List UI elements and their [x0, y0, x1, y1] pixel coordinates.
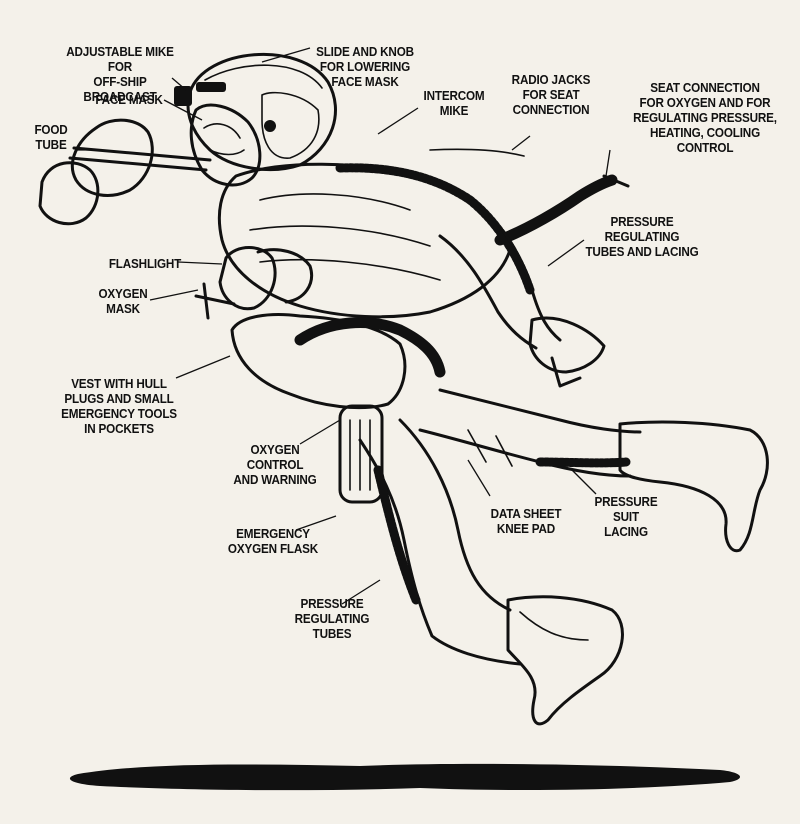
label-emergency-flask: EMERGENCY OXYGEN FLASK: [227, 526, 319, 556]
label-flashlight: FLASHLIGHT: [108, 256, 182, 271]
oxygen-flask: [338, 404, 384, 504]
label-pressure-regulating-tubes: PRESSURE REGULATING TUBES: [294, 596, 370, 641]
label-slide-knob: SLIDE AND KNOB FOR LOWERING FACE MASK: [316, 44, 414, 89]
label-radio-jacks: RADIO JACKS FOR SEAT CONNECTION: [511, 72, 591, 117]
label-pressure-regulating-tubes-lacing: PRESSURE REGULATING TUBES AND LACING: [585, 214, 699, 259]
back-hose: [494, 174, 618, 246]
seat-connector: [602, 174, 630, 188]
label-oxygen-mask: OXYGEN MASK: [98, 286, 148, 316]
label-food-tube: FOOD TUBE: [34, 122, 68, 152]
label-data-sheet: DATA SHEET KNEE PAD: [490, 506, 562, 536]
label-adjustable-mike: ADJUSTABLE MIKE FOR OFF-SHIP BROADCAST: [66, 44, 174, 104]
label-seat-connection: SEAT CONNECTION FOR OXYGEN AND FOR REGUL…: [633, 80, 777, 155]
torso: [217, 162, 512, 319]
radio-jack-cord: [429, 148, 525, 157]
label-vest: VEST WITH HULL PLUGS AND SMALL EMERGENCY…: [61, 376, 177, 436]
label-pressure-suit-lacing: PRESSURE SUIT LACING: [594, 494, 658, 539]
label-face-mask: FACE MASK: [95, 92, 163, 107]
leader-lines: [76, 47, 611, 605]
face-mask-figure: [189, 103, 262, 187]
ground-shadow: [69, 763, 741, 791]
left-leg: [358, 418, 624, 726]
vest: [230, 313, 446, 410]
label-intercom-mike: INTERCOM MIKE: [423, 88, 485, 118]
right-leg: [418, 388, 769, 553]
helmet: [174, 52, 337, 172]
right-arm: [438, 198, 606, 388]
label-oxygen-control: OXYGEN CONTROL AND WARNING: [233, 442, 317, 487]
chest-gear: [194, 246, 313, 320]
